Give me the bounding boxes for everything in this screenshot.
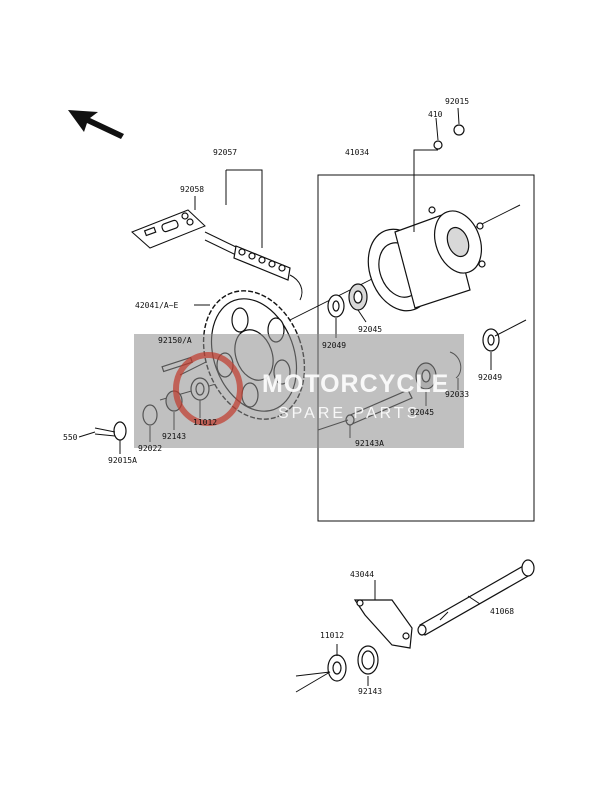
master-link-kit: [131, 209, 206, 249]
label-92015: 92015: [445, 97, 469, 106]
label-92045-right: 92045: [410, 408, 434, 417]
watermark-line2: SPARE PARTS: [278, 405, 420, 422]
part-labels: 92015 410 41034 92057 92058 42041/A~E 92…: [63, 97, 514, 696]
label-11012-top: 11012: [193, 418, 217, 427]
label-92150: 92150/A: [158, 336, 192, 345]
label-92143-top: 92143: [162, 432, 186, 441]
watermark: MOTORCYCLE SPARE PARTS: [134, 334, 464, 448]
label-92049-left: 92049: [322, 341, 346, 350]
rear-hub: [367, 206, 486, 312]
watermark-line1: MOTORCYCLE: [262, 370, 449, 398]
label-410: 410: [428, 110, 443, 119]
label-92022: 92022: [138, 444, 162, 453]
chain-bracket: [194, 169, 263, 248]
left-bearing-group: [327, 283, 368, 318]
label-43044: 43044: [350, 570, 374, 579]
label-11012-bottom: 11012: [320, 631, 344, 640]
label-42041: 42041/A~E: [135, 301, 179, 310]
valve-parts: [413, 107, 465, 232]
rear-axle-assembly: [295, 559, 535, 693]
label-41034: 41034: [345, 148, 369, 157]
label-92143-bottom: 92143: [358, 687, 382, 696]
label-92033: 92033: [445, 390, 469, 399]
label-92049-right: 92049: [478, 373, 502, 382]
label-92058: 92058: [180, 185, 204, 194]
label-41068: 41068: [490, 607, 514, 616]
drive-chain: [204, 231, 303, 301]
label-92045-left: 92045: [358, 325, 382, 334]
direction-arrow-icon: [68, 110, 124, 139]
label-92143A: 92143A: [355, 439, 384, 448]
label-92057: 92057: [213, 148, 237, 157]
label-92015A: 92015A: [108, 456, 137, 465]
label-550: 550: [63, 433, 78, 442]
